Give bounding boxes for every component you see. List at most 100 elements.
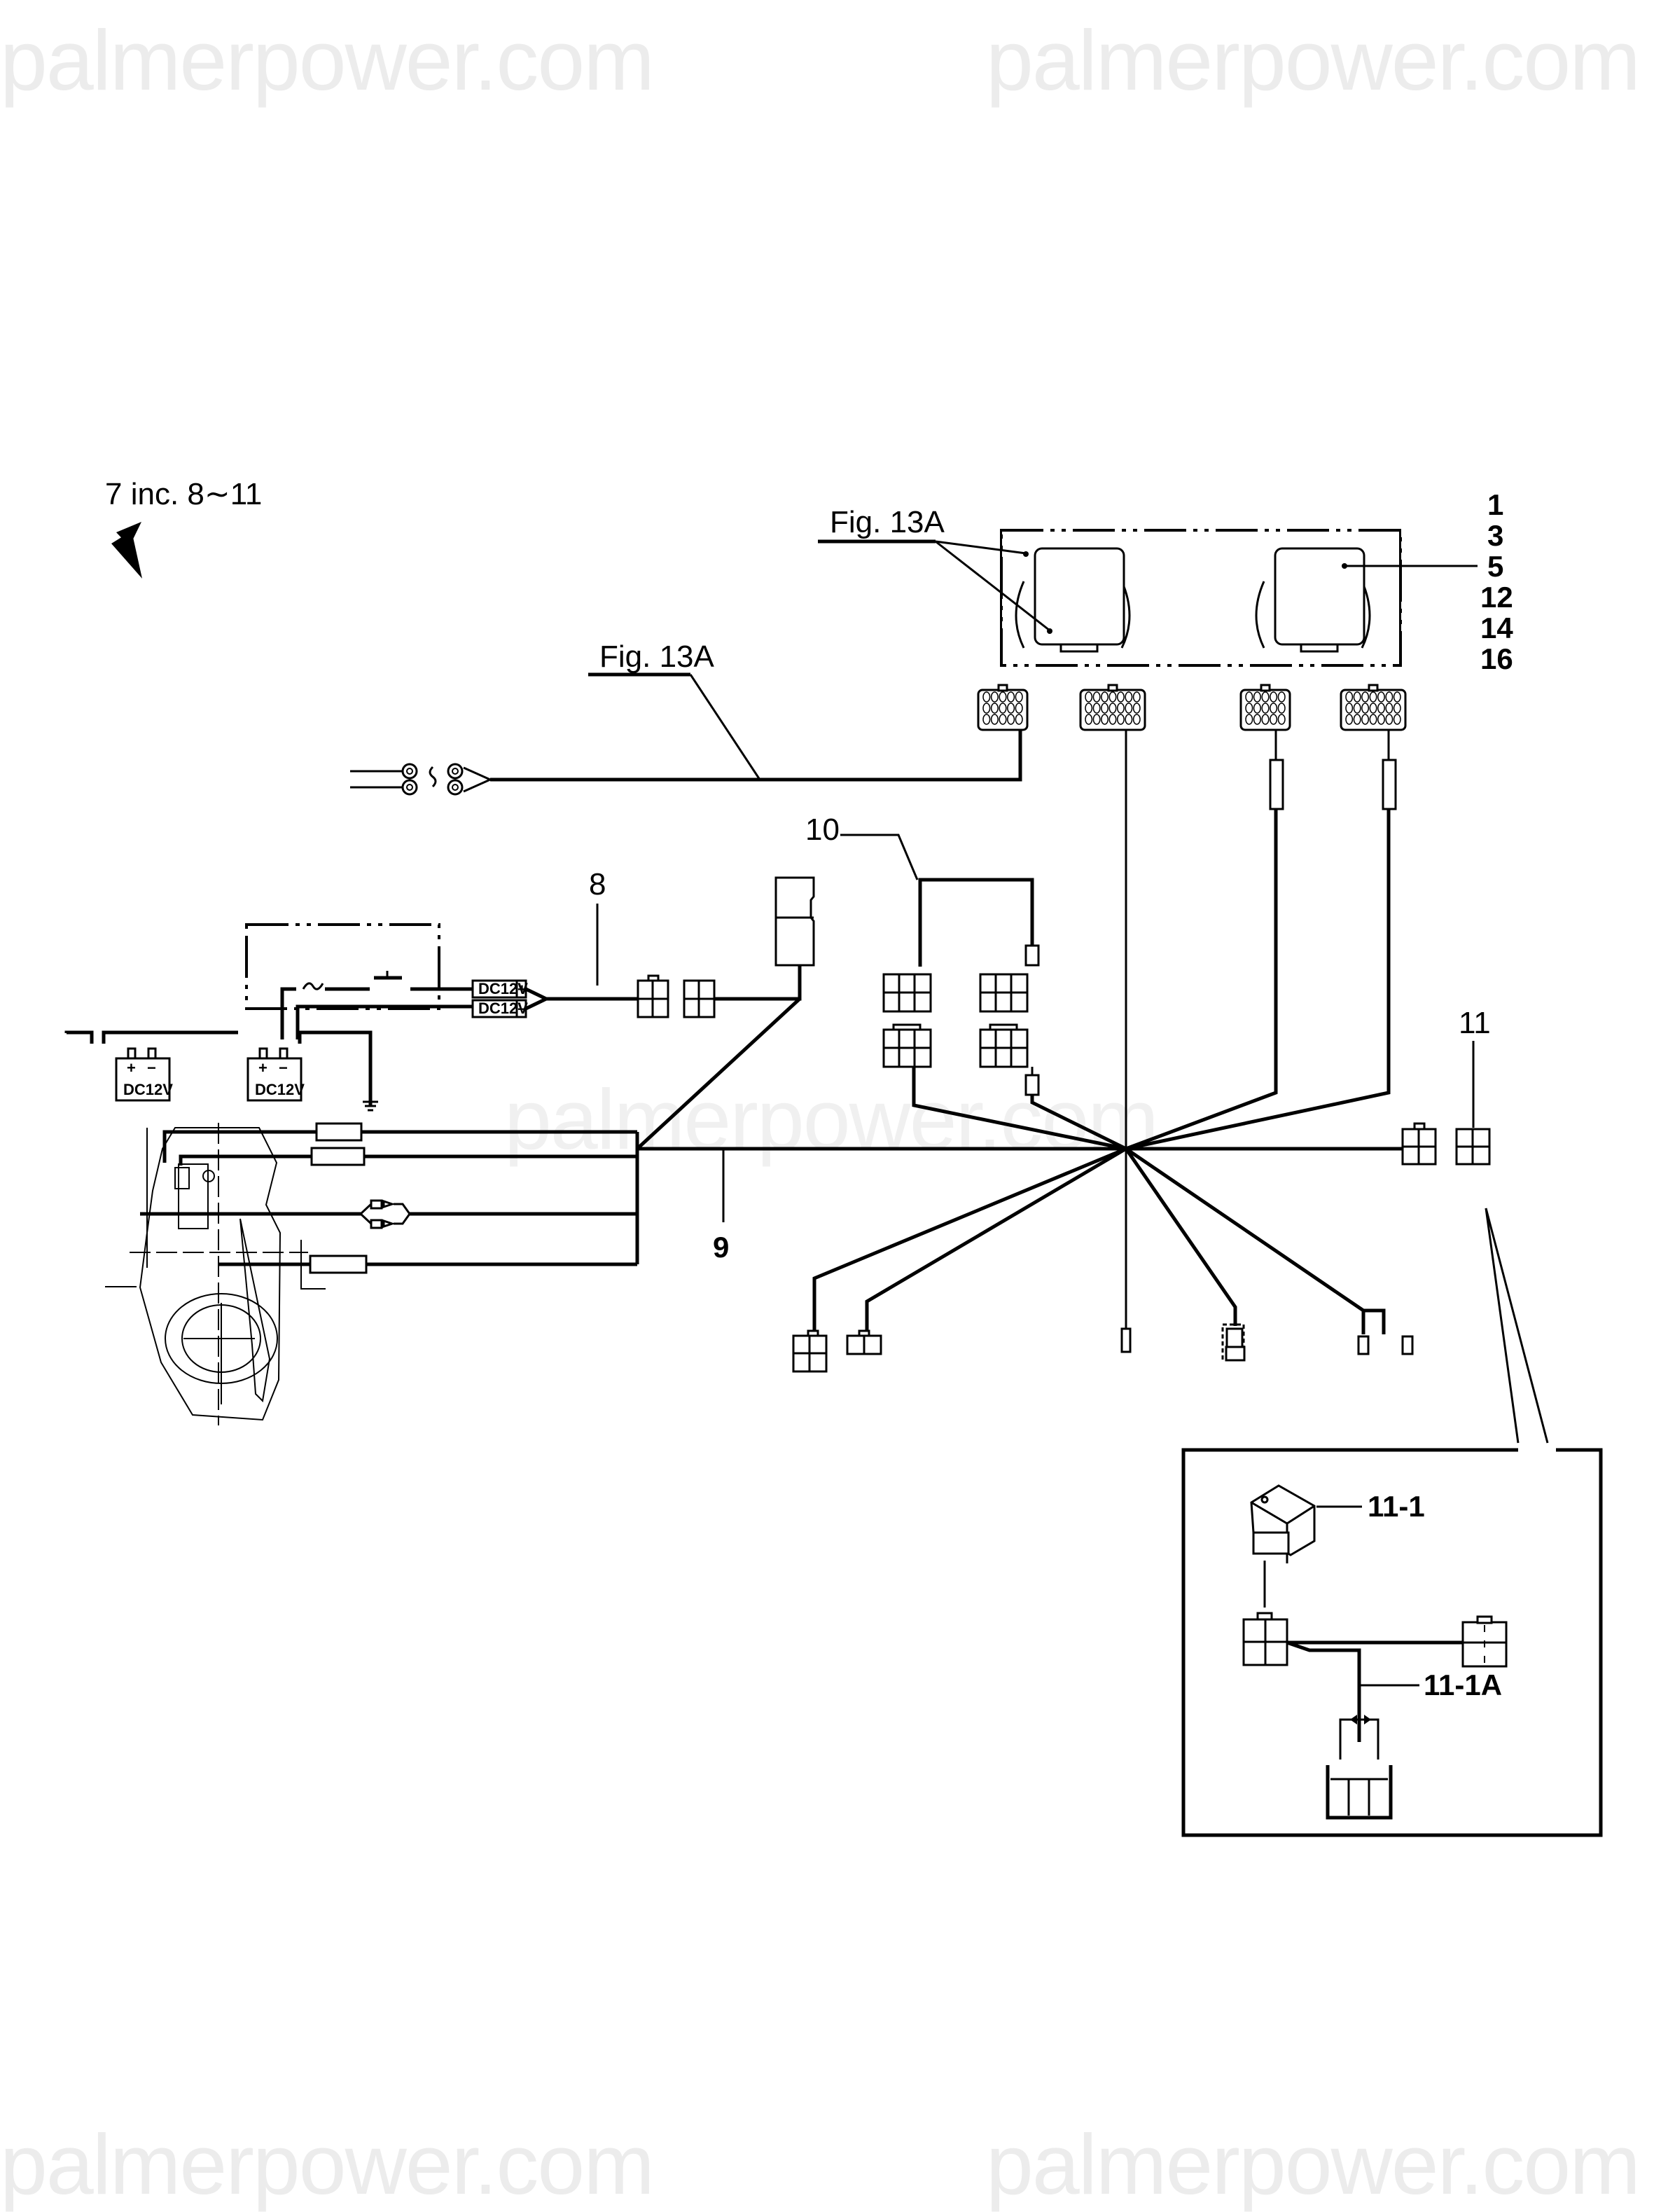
fuse-icon [302, 982, 324, 990]
engine-wire [162, 1130, 317, 1163]
connector-pin [1353, 714, 1361, 725]
connector-pin [1270, 703, 1278, 714]
wire-d-to-hub [1125, 809, 1391, 1151]
connector-4pin [683, 979, 716, 1018]
inline-fuse [1024, 1074, 1040, 1096]
connector-pin [1085, 703, 1093, 714]
connector-pin [1007, 714, 1015, 725]
controller-unit-right [1255, 547, 1371, 653]
wire-to-hub [1030, 1095, 1127, 1151]
callout-11-1a: 11-1A [1424, 1668, 1502, 1701]
wire-c-to-hub [1125, 809, 1278, 1151]
connector-pin [1007, 691, 1015, 703]
callout-10: 10 [805, 813, 840, 847]
detail-leader [1485, 1208, 1549, 1444]
engine-illustration [105, 1123, 326, 1425]
detail-box-relay-11: 11-1 11-1A [1181, 1448, 1603, 1837]
watermark-center: palmerpower.com [504, 1072, 1158, 1167]
inline-fuse [1024, 944, 1040, 967]
connector-pin [1108, 691, 1117, 703]
bullet-connectors [359, 1199, 411, 1229]
connector-pin [1345, 691, 1354, 703]
inline-fuse-d [1382, 759, 1397, 810]
ring-terminals [350, 763, 493, 796]
connector-pin [1253, 714, 1261, 725]
connector-6pin [882, 1023, 932, 1068]
leader-line [935, 540, 1050, 632]
connector-pin [1277, 691, 1286, 703]
connector-pin [1385, 714, 1393, 725]
wire-merge [524, 987, 550, 1011]
engine-wire [179, 1154, 312, 1166]
connector-pin [1369, 703, 1377, 714]
wire [1286, 1640, 1361, 1742]
harness-10-wire [918, 878, 1034, 967]
fig-13a-reference-top: Fig. 13A [830, 505, 945, 539]
inline-connector [315, 1122, 363, 1142]
connector-pin [1377, 691, 1385, 703]
part-number-1: 1 [1487, 488, 1503, 521]
connector-pin [1092, 714, 1101, 725]
connector-pin [1101, 714, 1109, 725]
relay-icon [1250, 1484, 1316, 1563]
callout-9: 9 [713, 1231, 729, 1264]
connector-pin [1101, 703, 1109, 714]
branch-wire [865, 1147, 1127, 1331]
connector-pin [1125, 714, 1133, 725]
harness-wire-to-connector-a [490, 730, 1022, 782]
wire [102, 1030, 238, 1044]
detail-connector-4pin [1242, 1612, 1288, 1666]
connector-pin [1361, 714, 1370, 725]
connector-pin [1253, 691, 1261, 703]
connector-pin [1261, 714, 1270, 725]
connector-pin [1369, 714, 1377, 725]
connector-pin [1015, 703, 1023, 714]
battery-2: + − DC12V [246, 1047, 305, 1102]
connector-pin [1015, 691, 1023, 703]
connector-pin [1353, 703, 1361, 714]
minus-sign: − [279, 1059, 288, 1077]
terminal [1357, 1335, 1370, 1355]
inline-fuse-c [1269, 759, 1284, 810]
leader-dot [1342, 563, 1347, 569]
connector-pin [1132, 714, 1141, 725]
battery-label: DC12V [123, 1081, 173, 1098]
connector-pin [982, 691, 991, 703]
relay-connector [1401, 1122, 1437, 1166]
assembly-title: 7 inc. 8∼11 [105, 477, 262, 511]
connector-pin [1245, 691, 1253, 703]
leader-line [840, 834, 919, 880]
callout-11: 11 [1459, 1006, 1491, 1040]
connector-pin [1125, 703, 1133, 714]
connector-pin [1377, 714, 1385, 725]
part-number-16: 16 [1480, 642, 1513, 675]
battery-1: + − DC12V [115, 1047, 173, 1102]
connector-pin [990, 703, 999, 714]
part-number-14: 14 [1480, 611, 1513, 644]
connector-6pin [882, 973, 932, 1013]
connector-pin [1116, 691, 1125, 703]
connector-pin [1108, 714, 1117, 725]
connector-pin [1277, 714, 1286, 725]
connector-pin [1101, 691, 1109, 703]
connector-tall [774, 876, 815, 967]
wire [714, 965, 802, 1001]
multi-pin-connectors [977, 684, 1407, 731]
connector-pin [1015, 714, 1023, 725]
connector-pin [1345, 714, 1354, 725]
connector-pin [1270, 691, 1278, 703]
wire [280, 987, 296, 1039]
connector-6pin [979, 1023, 1029, 1068]
plus-sign: + [258, 1059, 267, 1077]
controller-enclosure [1000, 529, 1402, 667]
ground-icon [363, 1100, 378, 1112]
wire-to-trunk [636, 997, 801, 1150]
branch-wire [1125, 1147, 1386, 1334]
wire [64, 1030, 94, 1044]
leader-line [689, 674, 761, 780]
watermark-top-left: palmerpower.com [0, 13, 653, 108]
connector-4pin [637, 974, 669, 1018]
connector-pin [1345, 703, 1354, 714]
connector-6pin [979, 973, 1029, 1013]
part-number-list: 1 3 5 12 14 16 [1480, 488, 1513, 675]
